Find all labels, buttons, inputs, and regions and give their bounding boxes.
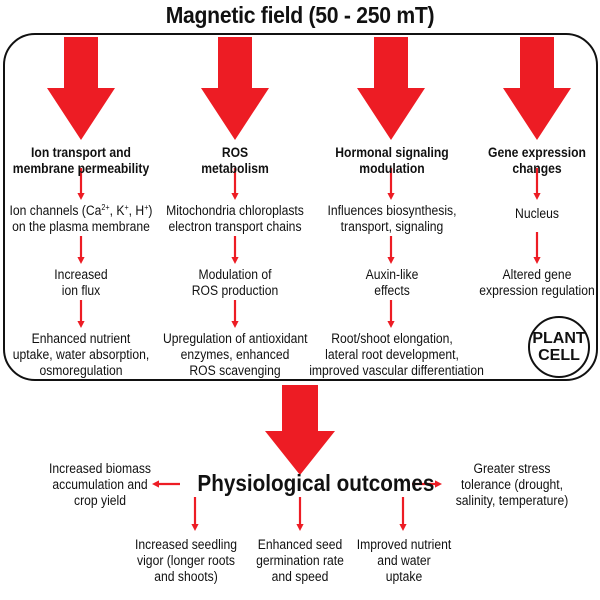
step-arrow-2-a bbox=[387, 168, 395, 200]
step-root-shoot-elongation: Root/shoot elongation, lateral root deve… bbox=[309, 331, 484, 379]
outcome-line: Increased seedling bbox=[134, 537, 237, 552]
outcome-line: and shoots) bbox=[154, 569, 218, 584]
plant-cell-badge: PLANT CELL bbox=[528, 316, 590, 378]
outcome-seedling-vigor: Increased seedling vigor (longer roots a… bbox=[130, 537, 242, 585]
heading-line: ROS bbox=[221, 145, 249, 160]
step-line: expression regulation bbox=[479, 283, 595, 298]
outcome-seed-germination: Enhanced seed germination rate and speed bbox=[248, 537, 352, 585]
outcome-line: Enhanced seed bbox=[257, 537, 343, 552]
step-arrow-0-c bbox=[77, 300, 85, 328]
outcome-arrow-uptake bbox=[399, 497, 407, 531]
column-heading-ros: ROS metabolism bbox=[163, 145, 307, 177]
big-arrow-outcomes bbox=[265, 385, 335, 475]
outcome-line: germination rate bbox=[256, 553, 344, 568]
step-line: ion flux bbox=[61, 283, 101, 298]
step-arrow-0-b bbox=[77, 236, 85, 264]
physiological-outcomes-title: Physiological outcomes bbox=[197, 470, 435, 496]
ion-channels-line: Ion channels (Ca2+, K+, H+) bbox=[9, 203, 153, 218]
heading-line: changes bbox=[512, 161, 562, 176]
step-arrow-0-a bbox=[77, 168, 85, 200]
step-line: on the plasma membrane bbox=[12, 219, 150, 234]
step-line: Influences biosynthesis, bbox=[327, 203, 457, 218]
step-line: Enhanced nutrient bbox=[31, 331, 131, 346]
heading-line: Gene expression bbox=[488, 145, 586, 160]
step-arrow-3-a bbox=[533, 168, 541, 200]
heading-line: metabolism bbox=[201, 161, 269, 176]
heading-line: Hormonal signaling bbox=[335, 145, 449, 160]
column-heading-ion-transport: Ion transport and membrane permeability bbox=[10, 145, 152, 177]
step-arrow-1-a bbox=[231, 168, 239, 200]
outcome-arrow-seedling bbox=[191, 497, 199, 531]
step-line: Nucleus bbox=[515, 206, 559, 221]
step-line: Mitochondria chloroplasts bbox=[166, 203, 304, 218]
big-arrow-hormonal bbox=[357, 37, 425, 140]
step-line: Upregulation of antioxidant bbox=[163, 331, 308, 346]
step-line: Increased bbox=[54, 267, 108, 282]
step-line: transport, signaling bbox=[340, 219, 444, 234]
step-ion-channels: Ion channels (Ca2+, K+, H+) on the plasm… bbox=[8, 203, 154, 235]
outcome-arrow-right bbox=[412, 480, 442, 488]
outcome-line: vigor (longer roots bbox=[137, 553, 235, 568]
outcome-nutrient-water-uptake: Improved nutrient and water uptake bbox=[352, 537, 456, 585]
step-antioxidant-upregulation: Upregulation of antioxidant enzymes, enh… bbox=[163, 331, 308, 379]
big-arrow-gene-expression bbox=[503, 37, 571, 140]
step-mitochondria-chloroplasts: Mitochondria chloroplasts electron trans… bbox=[163, 203, 307, 235]
step-arrow-2-c bbox=[387, 300, 395, 328]
outcome-line: uptake bbox=[385, 569, 423, 584]
step-altered-gene-expression: Altered gene expression regulation bbox=[477, 267, 598, 299]
outcome-line: accumulation and bbox=[52, 477, 148, 492]
step-line: Modulation of bbox=[198, 267, 272, 282]
step-enhanced-nutrient-uptake: Enhanced nutrient uptake, water absorpti… bbox=[10, 331, 152, 379]
diagram-title: Magnetic field (50 - 250 mT) bbox=[165, 2, 435, 28]
outcome-line: and speed bbox=[271, 569, 329, 584]
outcome-line: Increased biomass bbox=[49, 461, 151, 476]
step-nucleus: Nucleus bbox=[477, 206, 598, 222]
badge-line: PLANT bbox=[532, 330, 586, 347]
outcome-line: salinity, temperature) bbox=[455, 493, 569, 508]
step-arrow-1-c bbox=[231, 300, 239, 328]
step-influences-biosynthesis: Influences biosynthesis, transport, sign… bbox=[318, 203, 466, 235]
badge-line: CELL bbox=[538, 347, 580, 364]
outcome-line: crop yield bbox=[73, 493, 127, 508]
step-arrow-3-b bbox=[533, 232, 541, 264]
outcome-line: tolerance (drought, bbox=[460, 477, 563, 492]
step-line: electron transport chains bbox=[168, 219, 302, 234]
step-increased-ion-flux: Increased ion flux bbox=[10, 267, 152, 299]
step-line: Root/shoot elongation, bbox=[331, 331, 453, 346]
step-line: uptake, water absorption, bbox=[12, 347, 150, 362]
step-line: Auxin-like bbox=[365, 267, 419, 282]
big-arrow-ion-transport bbox=[47, 37, 115, 140]
step-ros-modulation: Modulation of ROS production bbox=[163, 267, 307, 299]
heading-line: modulation bbox=[359, 161, 425, 176]
step-line: enzymes, enhanced bbox=[180, 347, 290, 362]
step-line: lateral root development, bbox=[325, 347, 459, 362]
plant-cell-boundary bbox=[3, 33, 598, 381]
outcome-stress-tolerance: Greater stress tolerance (drought, salin… bbox=[440, 461, 584, 509]
step-line: effects bbox=[374, 283, 410, 298]
outcome-arrow-germination bbox=[296, 497, 304, 531]
step-line: ROS production bbox=[191, 283, 279, 298]
big-arrow-ros bbox=[201, 37, 269, 140]
heading-line: membrane permeability bbox=[12, 161, 150, 176]
step-arrow-1-b bbox=[231, 236, 239, 264]
outcome-arrow-left bbox=[152, 480, 180, 488]
step-line: ROS scavenging bbox=[189, 363, 281, 378]
outcome-line: Improved nutrient bbox=[356, 537, 452, 552]
step-line: Altered gene bbox=[502, 267, 572, 282]
step-auxin-like-effects: Auxin-like effects bbox=[318, 267, 466, 299]
step-line: osmoregulation bbox=[39, 363, 123, 378]
outcome-line: and water bbox=[377, 553, 431, 568]
heading-line: Ion transport and bbox=[31, 145, 131, 160]
outcome-line: Greater stress bbox=[473, 461, 551, 476]
column-heading-hormonal-signaling: Hormonal signaling modulation bbox=[318, 145, 466, 177]
column-heading-gene-expression: Gene expression changes bbox=[477, 145, 598, 177]
step-arrow-2-b bbox=[387, 236, 395, 264]
outcome-biomass-crop-yield: Increased biomass accumulation and crop … bbox=[37, 461, 163, 509]
step-line: improved vascular differentiation bbox=[309, 363, 484, 378]
